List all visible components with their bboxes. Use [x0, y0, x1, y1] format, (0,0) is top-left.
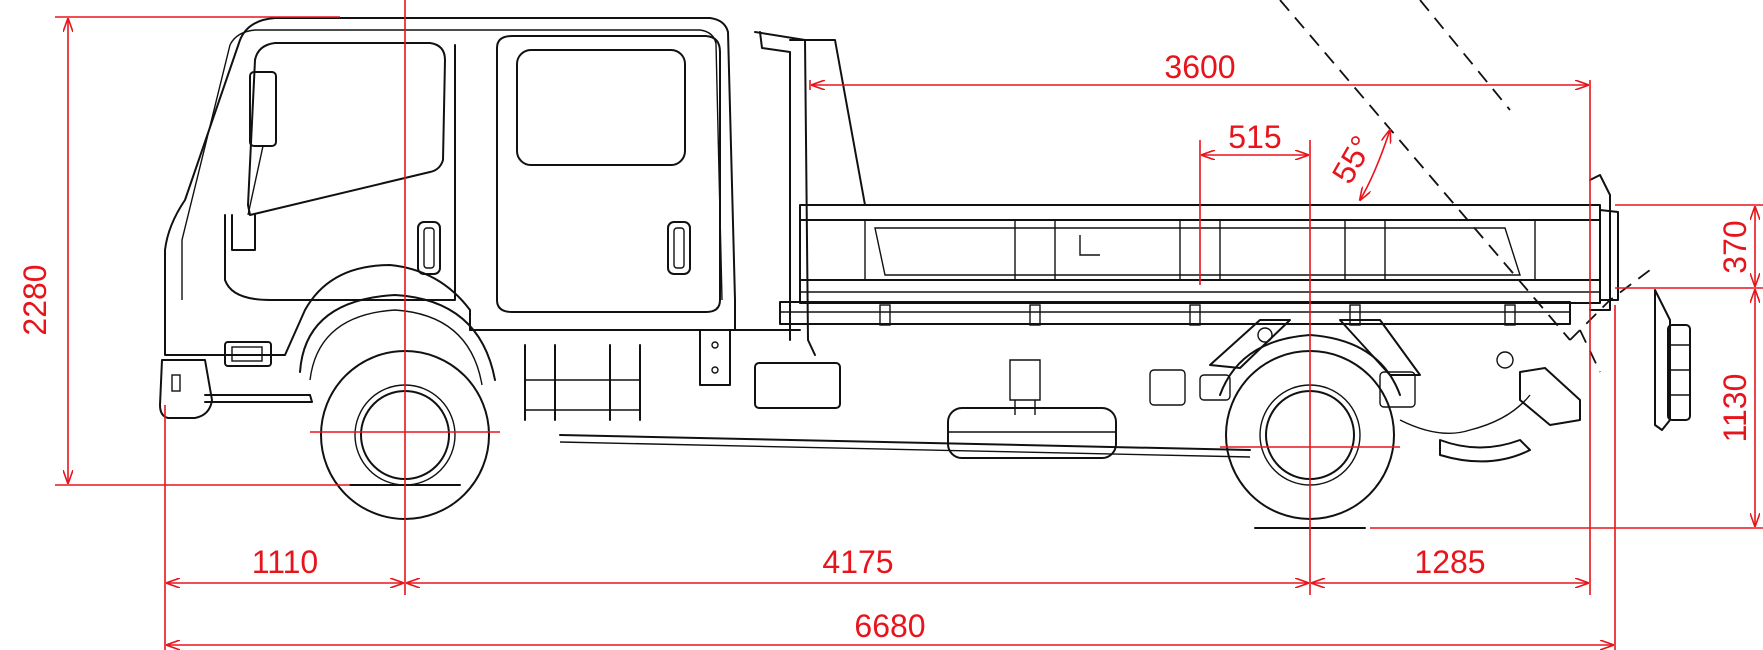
- floor-height-label: 1130: [1717, 374, 1753, 443]
- dimension-labels: 2280 3600 515 55° 1110 4175 1285 6680 37…: [17, 49, 1753, 644]
- front-overhang-label: 1110: [252, 544, 318, 580]
- overall-length-label: 6680: [854, 608, 925, 644]
- overall-height-label: 2280: [17, 264, 53, 335]
- wheelbase-label: 4175: [822, 544, 893, 580]
- dimension-lines: [55, 0, 1763, 650]
- truck-outline: [159, 0, 1691, 529]
- rear-overhang-label: 1285: [1414, 544, 1485, 580]
- body-length-label: 3600: [1164, 49, 1235, 85]
- side-height-label: 370: [1717, 220, 1753, 273]
- tipping-angle-label: 55°: [1325, 130, 1380, 190]
- offset-label: 515: [1228, 119, 1281, 155]
